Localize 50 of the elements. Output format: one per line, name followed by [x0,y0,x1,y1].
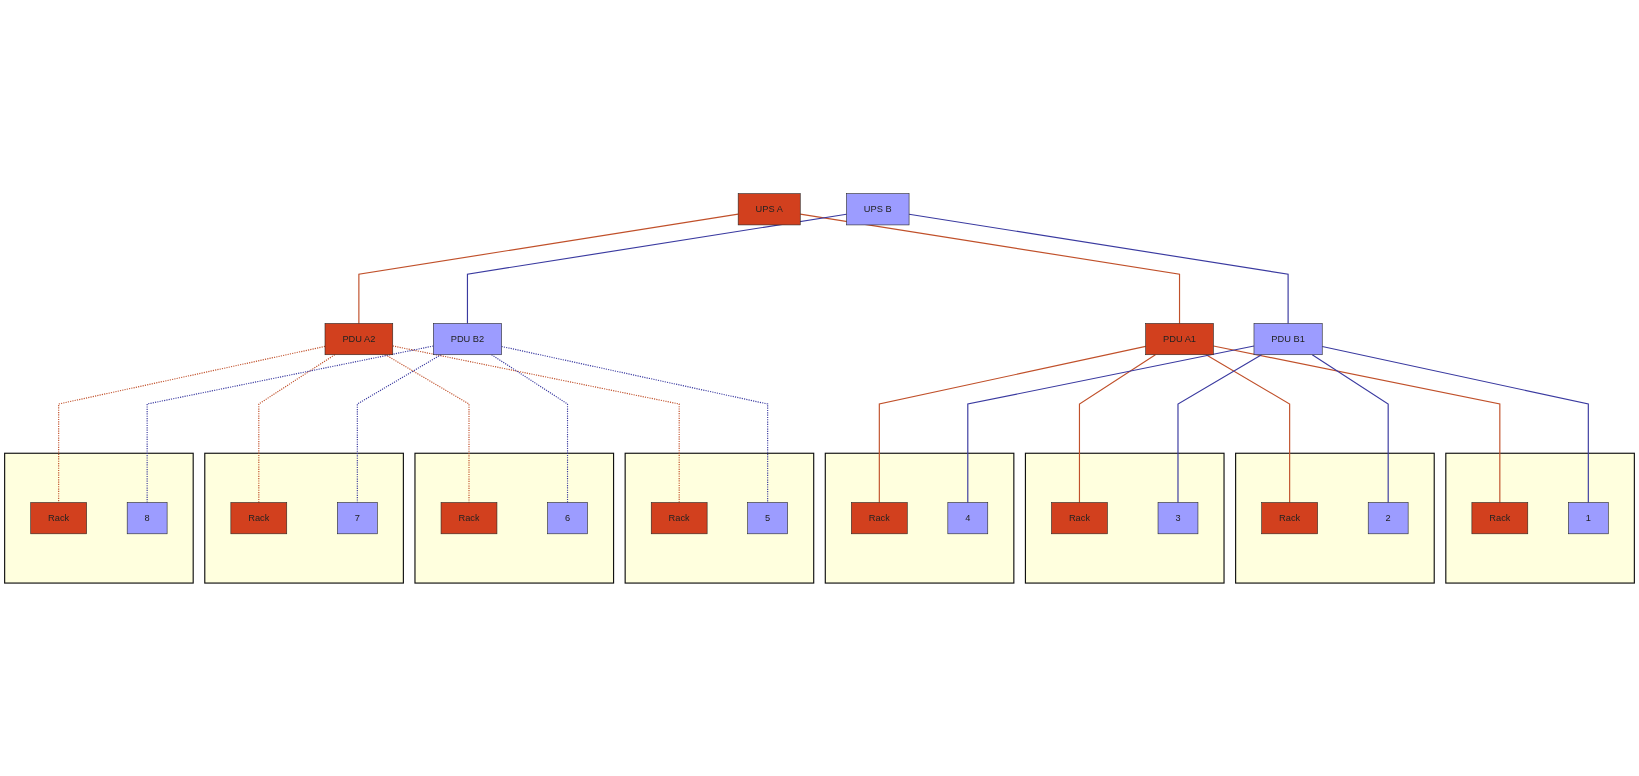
connector [384,353,470,503]
node-box: 3 [1157,501,1199,534]
connector [58,345,326,503]
connector [358,213,739,324]
node-box: 5 [747,501,788,534]
node-box: Rack [1261,501,1318,534]
node-box: PDU B2 [433,322,502,355]
connector [392,345,680,503]
cluster [824,452,1015,584]
connector [908,213,1289,324]
node-box: PDU B1 [1253,322,1323,355]
node-box: UPS B [846,193,910,225]
connector [1205,353,1291,503]
cluster [4,452,194,584]
cluster [1235,452,1435,584]
node-box: PDU A2 [324,322,394,355]
connector [967,345,1255,503]
node-box: 8 [126,501,168,534]
node-box: Rack [650,501,708,534]
node-box: Rack [1051,501,1108,534]
node-box: UPS A [737,193,801,225]
node-box: Rack [440,501,498,534]
node-box: PDU A1 [1145,322,1214,355]
connector [878,345,1147,503]
node-box: 2 [1367,501,1409,534]
node-box: 7 [337,501,378,534]
node-box: Rack [1471,501,1529,534]
connector [1321,345,1589,503]
connector [799,213,1181,324]
connector [146,345,434,503]
node-box: Rack [230,501,288,534]
connector [501,345,769,503]
connector [1078,353,1156,503]
connector [466,213,848,324]
cluster [414,452,615,584]
node-box: 6 [547,501,588,534]
connector [1311,353,1389,503]
node-box: Rack [851,501,908,534]
node-box: 4 [947,501,989,534]
cluster [1024,452,1225,584]
node-box: Rack [30,501,87,534]
node-box: 1 [1568,501,1609,534]
connector [1177,353,1263,503]
connector [258,353,336,503]
cluster [204,452,404,584]
connector [356,353,442,503]
cluster [624,452,815,584]
connector [1212,345,1501,503]
cluster [1445,452,1635,584]
connector [491,353,569,503]
